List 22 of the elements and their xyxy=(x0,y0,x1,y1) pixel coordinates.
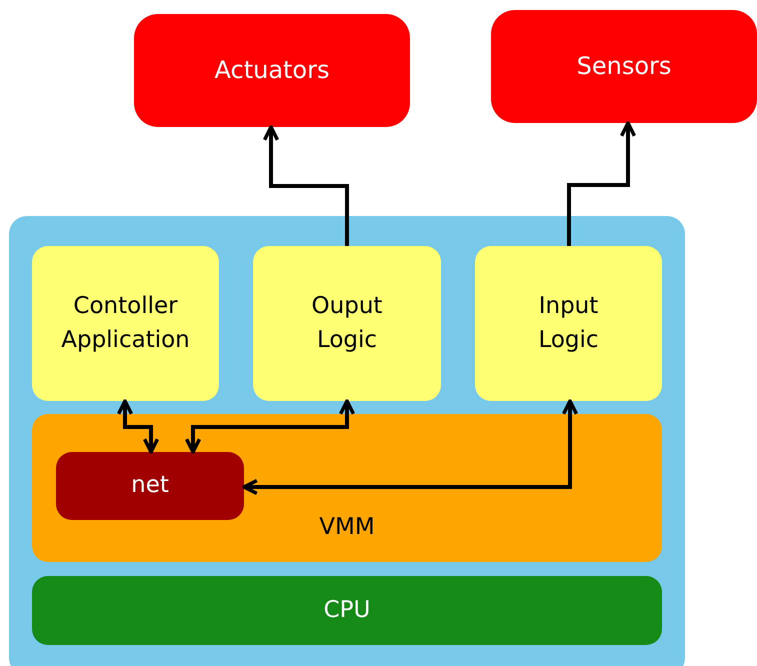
node-label: Sensors xyxy=(576,51,672,82)
node-label: VMM xyxy=(319,512,375,542)
node-label: Contoller Application xyxy=(60,292,191,354)
arrow xyxy=(262,125,349,246)
node-label: net xyxy=(131,471,169,500)
node-label: CPU xyxy=(324,596,370,625)
component-box xyxy=(253,246,441,401)
layer-panel xyxy=(32,414,662,562)
net-box xyxy=(56,452,244,520)
arrow xyxy=(116,399,160,454)
arrow xyxy=(184,399,356,454)
arrow xyxy=(567,121,636,246)
device-box xyxy=(134,14,410,127)
node-label: Ouput Logic xyxy=(310,292,384,354)
component-box xyxy=(32,246,219,401)
node-label: Actuators xyxy=(214,55,330,86)
component-box xyxy=(475,246,662,401)
arrow xyxy=(242,399,578,496)
node-label: Input Logic xyxy=(537,292,600,354)
system-panel xyxy=(9,216,685,666)
device-box xyxy=(491,10,757,123)
layer-bar xyxy=(32,576,662,645)
